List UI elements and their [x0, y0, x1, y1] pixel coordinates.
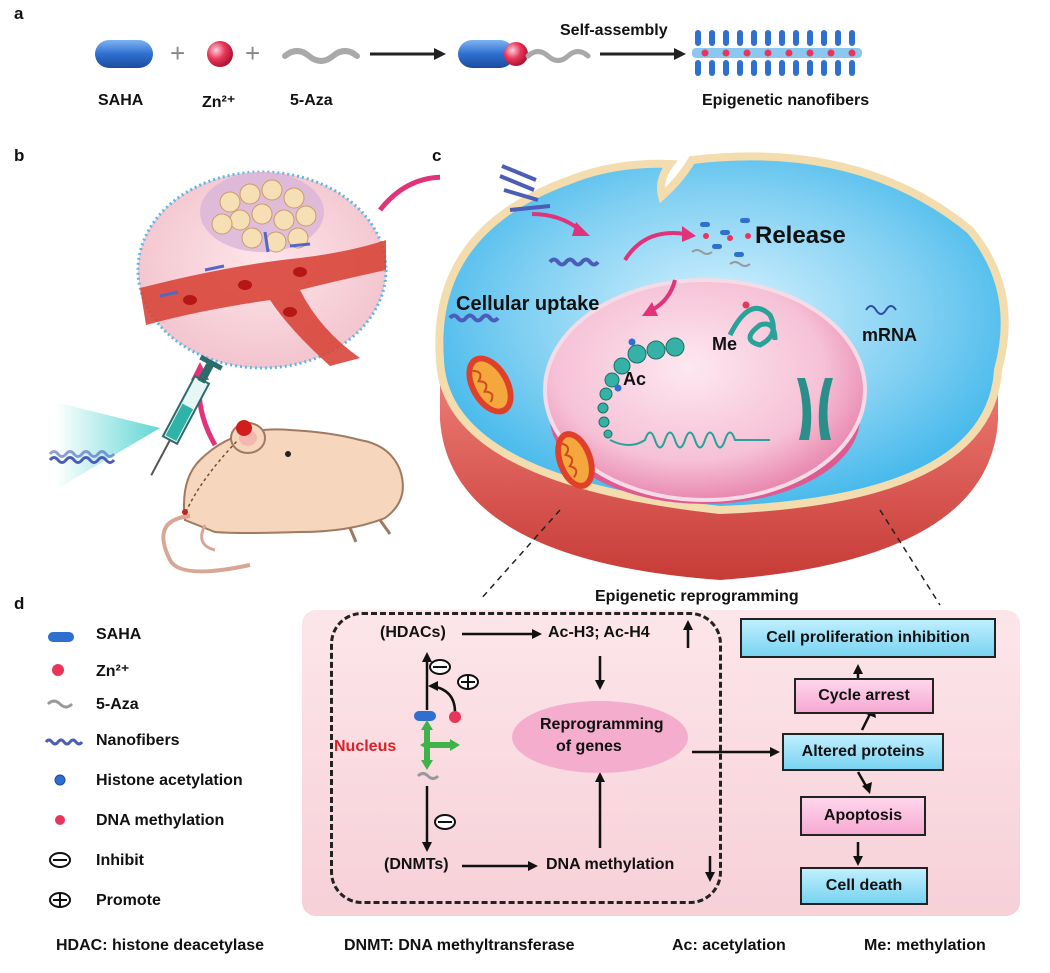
- legend-label-aza: 5-Aza: [96, 696, 139, 713]
- promote-icon: [49, 892, 71, 908]
- label-saha: SAHA: [98, 92, 144, 109]
- legend-label-dna-methylation: DNA methylation: [96, 812, 225, 829]
- panel-b-graphic: [48, 170, 440, 574]
- panel-a-graphic: + +: [95, 30, 862, 76]
- box-cycle-arrest: Cycle arrest: [794, 678, 934, 714]
- label-ac-h3-h4: Ac-H3; Ac-H4: [548, 624, 650, 641]
- nanofiber-icon: [44, 738, 84, 746]
- label-dna-methylation: DNA methylation: [546, 856, 675, 873]
- complex-aza-icon: [525, 49, 591, 63]
- panel-d-title: Epigenetic reprogramming: [595, 588, 799, 605]
- legend-label-nanofibers: Nanofibers: [96, 732, 180, 749]
- mitochondrion-icon-right: [555, 431, 595, 489]
- aza-strand-icon: [46, 699, 74, 709]
- label-ac: Ac: [623, 369, 647, 389]
- box-cell-proliferation-inhibition: Cell proliferation inhibition: [740, 618, 996, 658]
- complex-zinc-icon: [504, 42, 528, 66]
- mouse-icon: [161, 420, 404, 574]
- inhibit-mark-upper: [429, 659, 451, 675]
- label-mrna: mRNA: [862, 325, 918, 345]
- reprogramming-ellipse: [512, 701, 688, 773]
- label-cellular-uptake: Cellular uptake: [456, 293, 600, 315]
- legend: SAHA Zn²⁺ 5-Aza Nanofibers Histone acety…: [38, 620, 298, 920]
- nucleus-dashed-box: [330, 612, 722, 904]
- complex-capsule-icon: [458, 40, 514, 68]
- promote-mark: [457, 674, 479, 690]
- label-hdacs: (HDACs): [380, 624, 446, 641]
- saha-capsule-icon: [48, 632, 74, 642]
- footer-dnmt: DNMT: DNA methyltransferase: [344, 937, 575, 954]
- legend-label-promote: Promote: [96, 892, 161, 909]
- mrna-icon: [865, 305, 897, 315]
- footer-ac: Ac: acetylation: [672, 937, 786, 954]
- panel-label-c: c: [432, 146, 442, 165]
- nucleus-zinc-icon: [449, 711, 461, 723]
- panel-label-b: b: [14, 146, 25, 165]
- svg-text:+: +: [245, 38, 260, 68]
- saha-capsule-icon: [95, 40, 153, 68]
- zinc-ion-icon: [52, 664, 64, 676]
- label-self-assembly: Self-assembly: [560, 22, 668, 39]
- label-reprogramming-line2: of genes: [556, 738, 622, 755]
- chromatin-icon: [597, 337, 685, 439]
- nanofiber-injected-icon: [48, 450, 116, 464]
- dna-methylation-icon: [55, 815, 65, 825]
- label-dnmts: (DNMTs): [384, 856, 449, 873]
- label-reprogramming-line1: Reprogramming: [540, 716, 664, 733]
- tumor-vessel-magnified-icon: [136, 170, 388, 370]
- footer-me: Me: methylation: [864, 937, 986, 954]
- injection-cone-icon: [55, 402, 160, 490]
- panel-label-d: d: [14, 594, 25, 613]
- box-altered-proteins: Altered proteins: [782, 733, 944, 771]
- legend-label-inhibit: Inhibit: [96, 852, 144, 869]
- label-zn: Zn²⁺: [202, 94, 236, 111]
- label-epigenetic-nanofibers: Epigenetic nanofibers: [702, 92, 870, 109]
- legend-label-saha: SAHA: [96, 626, 142, 643]
- footer-hdac: HDAC: histone deacetylase: [56, 937, 265, 954]
- nucleus-saha-icon: [414, 711, 436, 721]
- inhibit-icon: [49, 852, 71, 868]
- box-cell-death: Cell death: [800, 867, 928, 905]
- nucleus-aza-icon: [416, 772, 440, 780]
- panel-c-cell-graphic: [435, 152, 1009, 580]
- label-5-aza: 5-Aza: [290, 92, 333, 109]
- svg-text:+: +: [170, 38, 185, 68]
- syringe-icon: [150, 354, 223, 476]
- epigenetic-nanofiber-icon: [692, 30, 862, 76]
- histone-acetylation-icon: [54, 774, 66, 786]
- zinc-ion-icon: [207, 41, 233, 67]
- legend-label-histone-acetylation: Histone acetylation: [96, 772, 243, 789]
- label-release: Release: [755, 222, 846, 249]
- legend-label-zn: Zn²⁺: [96, 663, 130, 680]
- label-me: Me: [712, 334, 738, 354]
- nanofiber-cluster-icon: [499, 164, 551, 212]
- chromosome-icon: [797, 378, 833, 440]
- mitochondrion-icon-left: [466, 355, 514, 415]
- inhibit-mark-lower: [434, 814, 456, 830]
- panel-label-a: a: [14, 4, 24, 23]
- aza-strand-icon: [282, 48, 360, 64]
- green-cross-arrows-icon: [420, 720, 460, 770]
- label-nucleus: Nucleus: [334, 738, 397, 755]
- released-particles-icon: [691, 218, 751, 267]
- box-apoptosis: Apoptosis: [800, 796, 926, 836]
